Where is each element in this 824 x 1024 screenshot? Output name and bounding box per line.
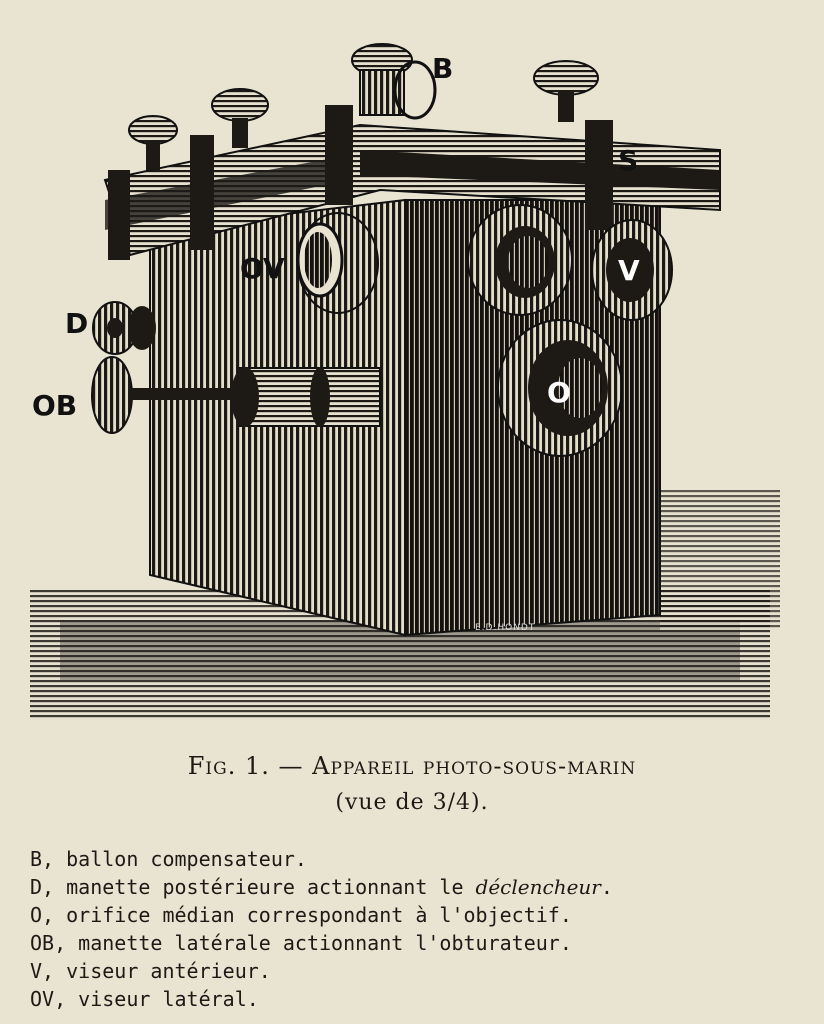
legend-list: B, ballon compensateur. D, manette posté…	[30, 845, 613, 1013]
legend-item: B, ballon compensateur.	[30, 847, 307, 871]
balloon-compensator-icon	[351, 43, 437, 120]
label-b: B	[432, 52, 453, 85]
knob-icon	[533, 60, 599, 122]
label-d: D	[65, 307, 88, 340]
label-s: S	[618, 144, 638, 177]
label-ov: OV	[240, 252, 285, 285]
legend-item: V, viseur antérieur.	[30, 959, 271, 983]
top-rail	[103, 105, 721, 260]
figure-number: Fig. 1.	[187, 752, 270, 780]
lateral-viewfinder-icon	[296, 212, 379, 314]
legend-item: O, orifice médian correspondant à l'obje…	[30, 903, 572, 927]
legend-item: OV, viseur latéral.	[30, 987, 259, 1011]
label-ob: OB	[32, 389, 77, 422]
engraver-signature: E.D.HONDT	[475, 623, 535, 633]
objective-orifice-icon	[497, 319, 623, 457]
legend-item: D, manette postérieure actionnant le déc…	[30, 875, 613, 899]
rear-trigger-lever-icon	[92, 301, 156, 355]
caption-title: Appareil photo-sous-marin	[312, 752, 637, 780]
knob-icon	[128, 115, 178, 170]
caption-subtitle: (vue de 3/4).	[335, 790, 489, 815]
knob-icon	[211, 88, 269, 148]
label-o: O	[547, 376, 571, 409]
shutter-lever-icon	[91, 356, 381, 434]
camera-engraving: E.D.HONDT B S OV V D OB O	[30, 43, 780, 720]
legend-item: OB, manette latérale actionnant l'obtura…	[30, 931, 572, 955]
label-v: V	[618, 254, 640, 287]
figure-caption: Fig. 1. — Appareil photo-sous-marin	[0, 752, 824, 780]
anterior-viewfinder-icon	[591, 219, 673, 321]
front-viewfinder-icon	[467, 204, 573, 316]
caption-dash: —	[278, 752, 304, 780]
